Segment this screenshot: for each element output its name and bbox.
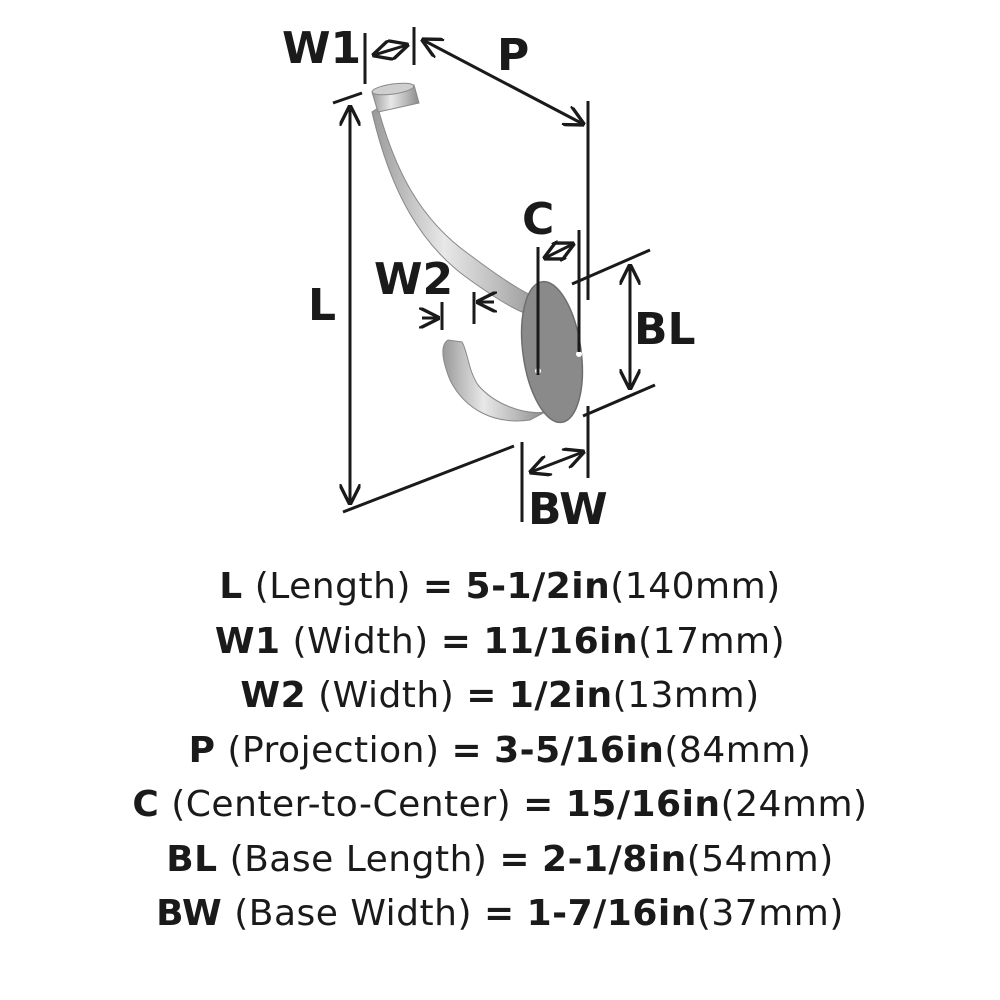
hook-dimension-diagram: W1 P L W2 C BL BW	[282, 23, 696, 535]
spec-width-1: W1 (Width) = 11/16in(17mm)	[214, 620, 786, 662]
spec-width-2: W2 (Width) = 1/2in(13mm)	[240, 675, 760, 716]
label-p: P	[497, 30, 529, 81]
spec-base-width: BW (Base Width) = 1-7/16in(37mm)	[156, 893, 844, 934]
spec-base-length: BL (Base Length) = 2-1/8in(54mm)	[166, 838, 834, 880]
spec-projection: P (Projection) = 3-5/16in(84mm)	[188, 729, 812, 771]
label-w1: W1	[282, 23, 361, 74]
dimension-spec-list: L (Length) = 5-1/2in(140mm) W1 (Width) =…	[0, 560, 1000, 942]
label-l: L	[308, 280, 336, 331]
label-w2: W2	[374, 254, 453, 305]
dimension-lines	[332, 27, 656, 522]
spec-center-to-center: C (Center-to-Center) = 15/16in(24mm)	[132, 784, 868, 825]
label-bw: BW	[528, 484, 608, 535]
label-c: C	[522, 194, 554, 245]
label-bl: BL	[634, 304, 696, 355]
spec-length: L (Length) = 5-1/2in(140mm)	[219, 566, 781, 607]
